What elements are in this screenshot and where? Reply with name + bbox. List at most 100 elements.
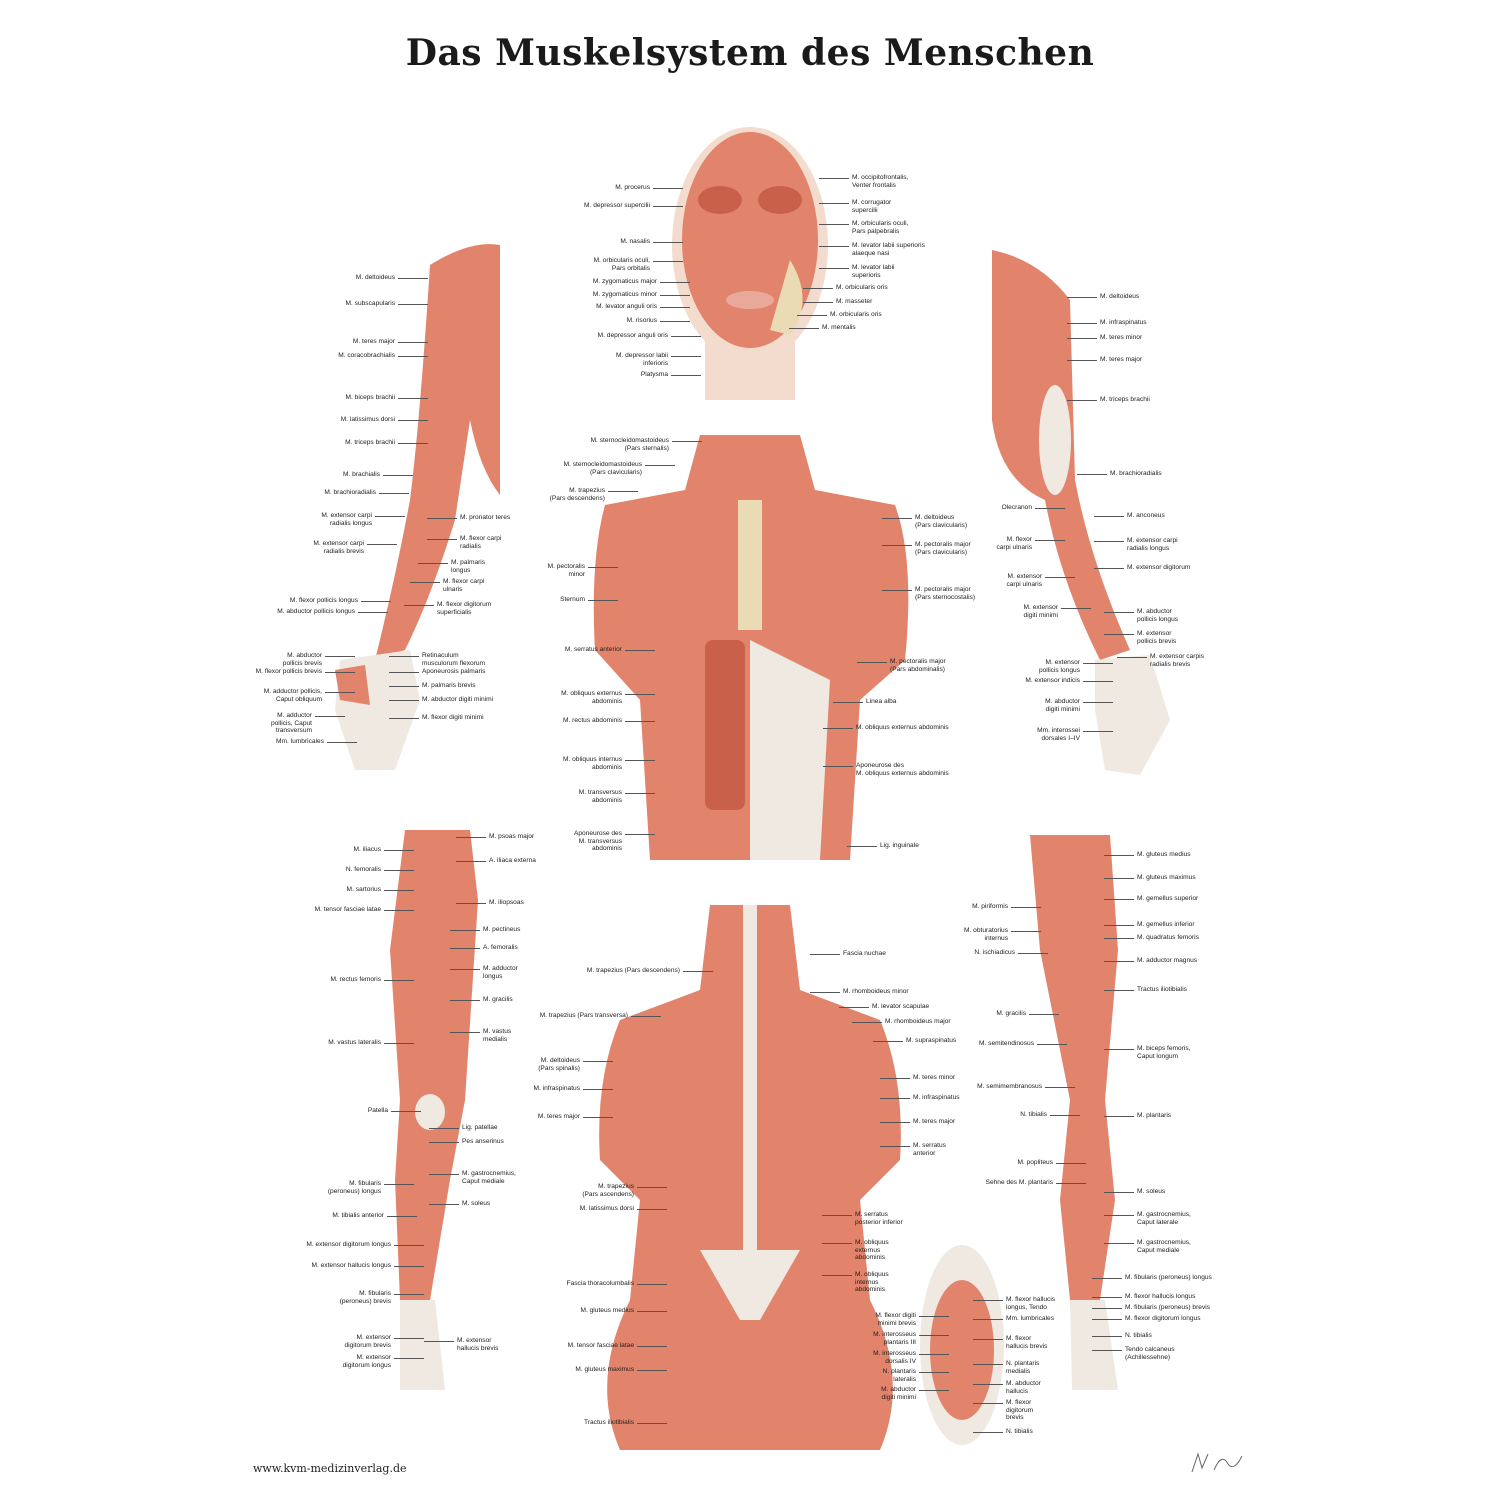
leader-line — [1104, 1116, 1134, 1117]
leader-line — [398, 304, 428, 305]
label-leg-anterior: M. extensor hallucis longus — [311, 1262, 391, 1269]
leader-line — [583, 1089, 613, 1090]
leader-line — [404, 605, 434, 606]
label-arm-anterior: M. pronator teres — [460, 514, 511, 521]
label-leg-anterior: M. tibialis anterior — [332, 1212, 384, 1219]
label-arm-posterior: M. deltoideus — [1100, 293, 1140, 300]
leader-line — [456, 903, 486, 904]
leader-line — [391, 1111, 421, 1112]
leader-line — [625, 650, 655, 651]
leader-line — [387, 1216, 417, 1217]
label-face: M. masseter — [836, 298, 873, 305]
leader-line — [625, 694, 655, 695]
leader-line — [1067, 297, 1097, 298]
leader-line — [833, 702, 863, 703]
label-torso-anterior: M. rectus abdominis — [563, 717, 622, 724]
label-leg-anterior: M. sartorius — [346, 886, 381, 893]
label-back: M. obliquus internus abdominis — [855, 1271, 889, 1294]
leader-line — [1104, 612, 1134, 613]
label-leg-anterior: A. femoralis — [483, 944, 518, 951]
label-arm-anterior: Mm. lumbricales — [276, 738, 324, 745]
label-arm-anterior: M. teres major — [352, 338, 395, 345]
leader-line — [389, 656, 419, 657]
leader-line — [973, 1403, 1003, 1404]
label-arm-anterior: M. flexor carpi ulnaris — [443, 578, 485, 593]
label-leg-posterior: Tractus iliotibialis — [1137, 986, 1187, 993]
leader-line — [327, 742, 357, 743]
leader-line — [810, 954, 840, 955]
leader-line — [823, 728, 853, 729]
leader-line — [427, 539, 457, 540]
leader-line — [383, 475, 413, 476]
leader-line — [882, 518, 912, 519]
label-leg-anterior: M. extensor digitorum longus — [306, 1241, 391, 1248]
label-arm-anterior: M. adductor pollicis, Caput transversum — [270, 712, 312, 735]
label-arm-anterior: M. latissimus dorsi — [340, 416, 395, 423]
label-leg-posterior: M. quadratus femoris — [1137, 934, 1199, 941]
label-arm-posterior: M. triceps brachii — [1100, 396, 1150, 403]
label-arm-anterior: M. flexor pollicis brevis — [255, 668, 322, 675]
label-leg-anterior: N. femoralis — [345, 866, 381, 873]
leader-line — [583, 1117, 613, 1118]
leader-line — [1104, 938, 1134, 939]
leader-line — [588, 567, 618, 568]
leader-line — [1056, 1183, 1086, 1184]
label-foot: M. flexor digiti minimi brevis — [875, 1312, 916, 1327]
leader-line — [637, 1187, 667, 1188]
publisher-url[interactable]: www.kvm-medizinverlag.de — [253, 1462, 407, 1475]
label-leg-anterior: M. iliopsoas — [489, 899, 524, 906]
leader-line — [645, 465, 675, 466]
label-leg-anterior: M. psoas major — [489, 833, 535, 840]
leader-line — [389, 700, 419, 701]
leader-line — [384, 910, 414, 911]
label-torso-anterior: M. pectoralis major (Pars abdominalis) — [890, 658, 946, 673]
leader-line — [625, 793, 655, 794]
label-face: M. zygomaticus major — [592, 278, 657, 285]
leader-line — [789, 328, 819, 329]
leader-line — [1083, 663, 1113, 664]
leg-anterior-figure — [390, 830, 478, 1390]
label-arm-posterior: M. abductor pollicis longus — [1137, 608, 1179, 623]
label-leg-posterior: M. flexor hallucis longus — [1125, 1293, 1196, 1300]
leg-posterior-figure — [1030, 835, 1118, 1390]
leader-line — [384, 870, 414, 871]
leader-line — [588, 600, 618, 601]
leader-line — [625, 834, 655, 835]
leader-line — [398, 356, 428, 357]
leader-line — [429, 1174, 459, 1175]
label-back: M. serratus posterior inferior — [855, 1211, 903, 1226]
label-torso-anterior: M. obliquus internus abdominis — [562, 756, 622, 771]
label-leg-anterior: M. pectineus — [483, 926, 521, 933]
label-foot: M. flexor hallucis longus, Tendo — [1006, 1296, 1056, 1311]
label-face: M. occipitofrontalis, Venter frontalis — [852, 174, 909, 189]
label-leg-anterior: Patella — [367, 1107, 388, 1114]
label-back: M. teres minor — [913, 1074, 956, 1081]
label-leg-anterior: M. gracilis — [483, 996, 513, 1003]
label-leg-posterior: M. soleus — [1137, 1188, 1166, 1195]
label-leg-anterior: M. rectus femoris — [330, 976, 381, 983]
label-arm-posterior: M. extensor pollicis longus — [1038, 659, 1080, 674]
label-foot: M. interosseus plantaris III — [873, 1331, 916, 1346]
label-arm-anterior: Aponeurosis palmaris — [422, 668, 486, 675]
label-back: M. serratus anterior — [913, 1142, 946, 1157]
leader-line — [1056, 1163, 1086, 1164]
label-torso-anterior: M. pectoralis major (Pars clavicularis) — [915, 541, 971, 556]
label-arm-anterior: M. coracobrachialis — [338, 352, 395, 359]
label-leg-posterior: M. piriformis — [972, 903, 1008, 910]
label-back: M. trapezius (Pars descendens) — [586, 967, 680, 974]
leader-line — [1083, 731, 1113, 732]
label-torso-anterior: M. obliquus externus abdominis — [856, 724, 949, 731]
label-arm-anterior: M. palmaris brevis — [422, 682, 476, 689]
leader-line — [358, 612, 388, 613]
leader-line — [1092, 1278, 1122, 1279]
leader-line — [1061, 608, 1091, 609]
label-foot: M. abductor digiti minimi — [881, 1386, 916, 1401]
label-arm-posterior: M. anconeus — [1127, 512, 1165, 519]
leader-line — [1092, 1336, 1122, 1337]
leader-line — [450, 948, 480, 949]
leader-line — [1104, 878, 1134, 879]
label-arm-posterior: M. teres major — [1100, 356, 1143, 363]
leader-line — [839, 1007, 869, 1008]
leader-line — [1104, 961, 1134, 962]
label-leg-posterior: M. adductor magnus — [1137, 957, 1198, 964]
